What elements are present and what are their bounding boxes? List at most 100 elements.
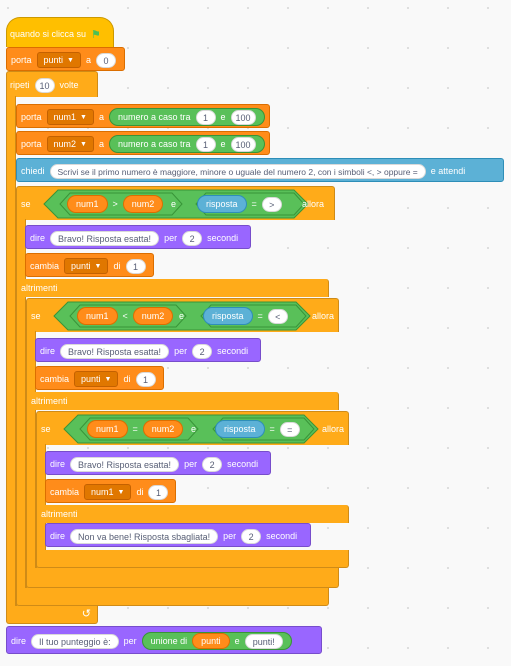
say-for-secs-block[interactable]: dire Bravo! Risposta esatta! per 2 secon…	[45, 451, 271, 475]
random-to-input[interactable]: 100	[230, 109, 256, 125]
when-flag-clicked-block[interactable]: quando si clicca su ⚑	[6, 17, 114, 47]
num2-reporter[interactable]: num2	[122, 195, 164, 213]
equals-symbol: =	[269, 424, 275, 434]
operator-symbol: >	[112, 199, 118, 209]
pick-random-reporter[interactable]: numero a caso tra 1 e 100	[108, 135, 265, 153]
green-flag-icon: ⚑	[91, 28, 101, 41]
by-label: di	[123, 374, 131, 384]
chevron-down-icon: ▼	[117, 488, 125, 496]
chevron-down-icon: ▼	[104, 375, 112, 383]
for-label: per	[184, 459, 198, 469]
if-else-1-top[interactable]: se num1 > num2 e risposta = > allora	[16, 186, 335, 220]
ask-and-wait-block[interactable]: chiedi Scrivi se il primo numero è maggi…	[16, 158, 504, 182]
say-text-input[interactable]: Il tuo punteggio è:	[31, 633, 119, 649]
symbol-input[interactable]: =	[279, 421, 300, 437]
answer-reporter[interactable]: risposta	[215, 420, 265, 438]
random-from-input[interactable]: 1	[195, 109, 216, 125]
for-label: per	[223, 531, 237, 541]
change-verb: cambia	[40, 374, 70, 384]
if-else-3-bottom	[36, 550, 349, 568]
wait-label: e attendi	[430, 166, 466, 176]
chevron-down-icon: ▼	[94, 262, 102, 270]
join-text-input[interactable]: punti!	[244, 633, 283, 649]
for-label: per	[164, 233, 178, 243]
to-label: a	[98, 139, 104, 149]
chevron-down-icon: ▼	[67, 56, 74, 64]
seconds-label: secondi	[207, 233, 239, 243]
variable-dropdown[interactable]: punti▼	[36, 52, 81, 68]
answer-reporter[interactable]: risposta	[203, 307, 253, 325]
say-for-secs-block[interactable]: dire Non va bene! Risposta sbagliata! pe…	[45, 523, 311, 547]
set-punti-block[interactable]: porta punti▼ a 0	[6, 47, 125, 71]
seconds-input[interactable]: 2	[182, 230, 203, 246]
symbol-input[interactable]: >	[261, 196, 282, 212]
then-label: allora	[312, 311, 335, 321]
say-verb: dire	[40, 346, 56, 356]
join-reporter[interactable]: unione di punti e punti!	[141, 632, 292, 650]
if-else-3-top[interactable]: se num1 = num2 e risposta = = allora	[36, 411, 349, 445]
say-text-input[interactable]: Bravo! Risposta esatta!	[70, 456, 180, 472]
if-else-1-arm	[16, 219, 26, 606]
then-label: allora	[322, 424, 345, 434]
join-label: unione di	[150, 636, 188, 646]
value-input[interactable]: 0	[96, 52, 116, 68]
variable-name: num1	[53, 112, 77, 122]
change-value-input[interactable]: 1	[148, 484, 169, 500]
set-verb: porta	[21, 112, 42, 122]
repeat-block-top[interactable]: ripeti 10 volte	[6, 71, 98, 97]
change-value-input[interactable]: 1	[125, 258, 146, 274]
by-label: di	[136, 487, 144, 497]
num1-reporter[interactable]: num1	[87, 420, 128, 438]
question-input[interactable]: Scrivi se il primo numero è maggiore, mi…	[49, 163, 426, 179]
say-text-input[interactable]: Bravo! Risposta esatta!	[60, 343, 170, 359]
set-verb: porta	[21, 139, 42, 149]
say-verb: dire	[30, 233, 46, 243]
say-text-input[interactable]: Non va bene! Risposta sbagliata!	[70, 528, 219, 544]
pick-random-label: numero a caso tra	[117, 139, 191, 149]
set-num1-block[interactable]: porta num1▼ a numero a caso tra 1 e 100	[16, 104, 270, 128]
punti-reporter[interactable]: punti	[192, 633, 230, 649]
change-value-input[interactable]: 1	[135, 371, 156, 387]
seconds-input[interactable]: 2	[202, 456, 223, 472]
final-say-block[interactable]: dire Il tuo punteggio è: per unione di p…	[6, 626, 322, 654]
change-verb: cambia	[50, 487, 80, 497]
seconds-input[interactable]: 2	[192, 343, 213, 359]
random-from-input[interactable]: 1	[195, 136, 216, 152]
change-punti-block[interactable]: cambia punti▼ di 1	[35, 366, 164, 390]
variable-dropdown[interactable]: num2▼	[46, 136, 94, 152]
pick-random-reporter[interactable]: numero a caso tra 1 e 100	[108, 108, 265, 126]
ask-verb: chiedi	[21, 166, 45, 176]
num2-reporter[interactable]: num2	[142, 420, 184, 438]
change-num1-block[interactable]: cambia num1▼ di 1	[45, 479, 176, 503]
repeat-count-input[interactable]: 10	[34, 77, 55, 93]
and-label: e	[220, 139, 226, 149]
answer-reporter[interactable]: risposta	[197, 195, 247, 213]
repeat-unit: volte	[59, 80, 79, 90]
loop-arrow-icon: ↺	[81, 608, 91, 620]
operator-symbol: =	[132, 424, 138, 434]
repeat-verb: ripeti	[10, 80, 30, 90]
variable-dropdown[interactable]: punti▼	[64, 258, 109, 274]
to-label: a	[85, 55, 91, 65]
set-num2-block[interactable]: porta num2▼ a numero a caso tra 1 e 100	[16, 131, 270, 155]
seconds-input[interactable]: 2	[241, 528, 262, 544]
if-else-2-top[interactable]: se num1 < num2 e risposta = < allora	[26, 298, 339, 332]
else-label: altrimenti	[31, 396, 68, 406]
variable-name: num1	[91, 487, 114, 497]
num2-reporter[interactable]: num2	[132, 307, 174, 325]
variable-name: punti	[81, 374, 101, 384]
variable-dropdown[interactable]: punti▼	[74, 371, 119, 387]
variable-dropdown[interactable]: num1▼	[84, 484, 132, 500]
num1-reporter[interactable]: num1	[67, 195, 108, 213]
else-3-bar: altrimenti	[36, 505, 349, 523]
say-for-secs-block[interactable]: dire Bravo! Risposta esatta! per 2 secon…	[25, 225, 251, 249]
symbol-input[interactable]: <	[267, 308, 288, 324]
random-to-input[interactable]: 100	[230, 136, 256, 152]
pick-random-label: numero a caso tra	[117, 112, 191, 122]
and-label: e	[191, 424, 197, 434]
num1-reporter[interactable]: num1	[77, 307, 118, 325]
variable-dropdown[interactable]: num1▼	[46, 109, 94, 125]
say-text-input[interactable]: Bravo! Risposta esatta!	[50, 230, 160, 246]
change-punti-block[interactable]: cambia punti▼ di 1	[25, 253, 154, 277]
say-for-secs-block[interactable]: dire Bravo! Risposta esatta! per 2 secon…	[35, 338, 261, 362]
